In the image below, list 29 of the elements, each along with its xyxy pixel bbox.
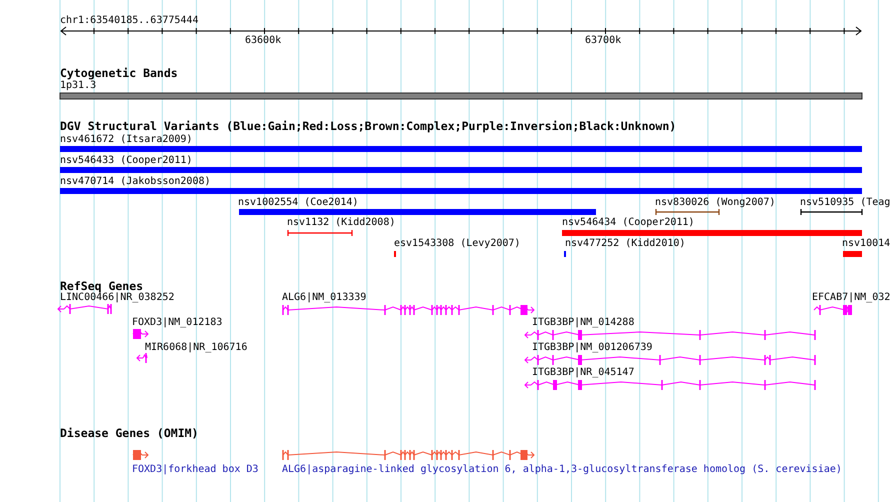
tick-label: 63700k [585, 35, 622, 47]
coordinate-range-label: chr1:63540185..63775444 [60, 15, 198, 27]
track-heading: DGV Structural Variants (Blue:Gain;Red:Loss;Brown:Complex;Purple:Inversion;Black:Unknown) [60, 120, 676, 132]
track-heading: Cytogenetic Bands [60, 67, 178, 79]
variant-label: nsv1002554 (Coe2014) [238, 197, 358, 209]
variant-label: nsv470714 (Jakobsson2008) [60, 176, 211, 188]
variant-label: nsv461672 (Itsara2009) [60, 134, 192, 146]
gene-label: ALG6|NM_013339 [282, 292, 366, 304]
variant-label: nsv510935 (Teag [800, 197, 890, 209]
variant-label: esv1543308 (Levy2007) [394, 238, 520, 250]
variant-label: nsv10014 [842, 238, 890, 250]
gene-label: ITGB3BP|NM_014288 [532, 317, 634, 329]
gene-label: FOXD3|NM_012183 [132, 317, 222, 329]
tick-label: 63600k [245, 35, 282, 47]
variant-label: nsv830026 (Wong2007) [655, 197, 776, 209]
gene-label: LINC00466|NR_038252 [60, 292, 174, 304]
gene-label: EFCAB7|NM_032 [812, 292, 890, 304]
band-label: 1p31.3 [60, 80, 96, 92]
variant-label: nsv477252 (Kidd2010) [565, 238, 686, 250]
gene-label: ITGB3BP|NR_045147 [532, 367, 634, 379]
variant-label: nsv1132 (Kidd2008) [287, 217, 396, 229]
gene-label: MIR6068|NR_106716 [145, 342, 248, 354]
variant-label: nsv546433 (Cooper2011) [60, 155, 192, 167]
variant-label: nsv546434 (Cooper2011) [562, 217, 694, 229]
gene-label: ITGB3BP|NM_001206739 [532, 342, 652, 354]
track-heading: RefSeq Genes [60, 280, 144, 292]
track-heading: Disease Genes (OMIM) [60, 427, 198, 439]
disease-gene-label: ALG6|asparagine-linked glycosylation 6, alpha-1,3-glucosyltransferase homolog (S. cerevisiae) [282, 464, 842, 476]
disease-gene-label: FOXD3|forkhead box D3 [132, 464, 258, 476]
